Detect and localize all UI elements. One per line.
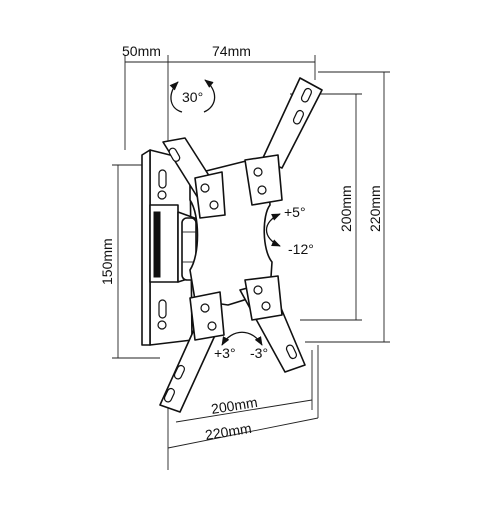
arm-top-right-slot-2: [292, 109, 305, 125]
wall-plate-side: [141, 149, 151, 346]
wall-hole-bottom: [157, 320, 167, 330]
arm-top-left-slot: [168, 147, 181, 162]
bolt: [253, 285, 263, 295]
tilt-arrow: [265, 213, 281, 247]
bolt: [253, 167, 263, 177]
bolt: [261, 301, 271, 311]
wall-plate-height-label: 150mm: [99, 238, 115, 285]
rotate-positive-label: +3°: [214, 345, 236, 361]
arm-top-right-slot-1: [300, 87, 313, 103]
tilt-down-label: -12°: [288, 241, 314, 257]
bolt: [200, 183, 210, 193]
rotate-negative-label: -3°: [250, 345, 268, 361]
depth-min-label: 50mm: [122, 43, 161, 59]
tilt-up-label: +5°: [284, 204, 306, 220]
arm-top-right: [261, 77, 323, 169]
arm-top-right-joint: [244, 154, 283, 206]
horizontal-220-line: [167, 417, 319, 449]
wall-bracket-slot: [153, 211, 161, 278]
bolt: [209, 200, 219, 210]
swivel-arrow-right: [203, 79, 216, 113]
arm-bottom-left-slot-2: [173, 364, 186, 380]
wall-slot-top: [158, 169, 167, 189]
swivel-angle-label: 30°: [182, 89, 203, 105]
vesa-vertical-inner-label: 200mm: [338, 185, 354, 232]
bolt: [200, 303, 210, 313]
bolt: [207, 321, 217, 331]
bolt: [257, 185, 267, 195]
arm-bottom-left-slot-1: [163, 387, 176, 403]
arm-top-left-joint: [194, 171, 226, 219]
dimension-lines: [112, 55, 390, 470]
rotation-arrows: [169, 79, 281, 346]
vesa-horizontal-inner-label: 200mm: [210, 394, 259, 417]
wall-hole-top: [157, 190, 167, 200]
swivel-arrow-left: [169, 81, 183, 113]
depth-max-label: 74mm: [212, 43, 251, 59]
vesa-vertical-outer-label: 220mm: [367, 185, 383, 232]
vesa-arms: [159, 77, 323, 413]
horizontal-200-line: [175, 399, 313, 423]
arm-bottom-left-joint: [189, 291, 225, 341]
arm-bottom-right-slot: [285, 344, 298, 360]
rotation-arrow: [221, 331, 263, 346]
labels: 50mm 74mm 150mm 200mm 220mm 200mm 220mm …: [99, 43, 383, 443]
vesa-horizontal-outer-label: 220mm: [204, 420, 253, 443]
wall-slot-bottom: [158, 299, 167, 319]
arm-bottom-right-joint: [244, 275, 283, 321]
